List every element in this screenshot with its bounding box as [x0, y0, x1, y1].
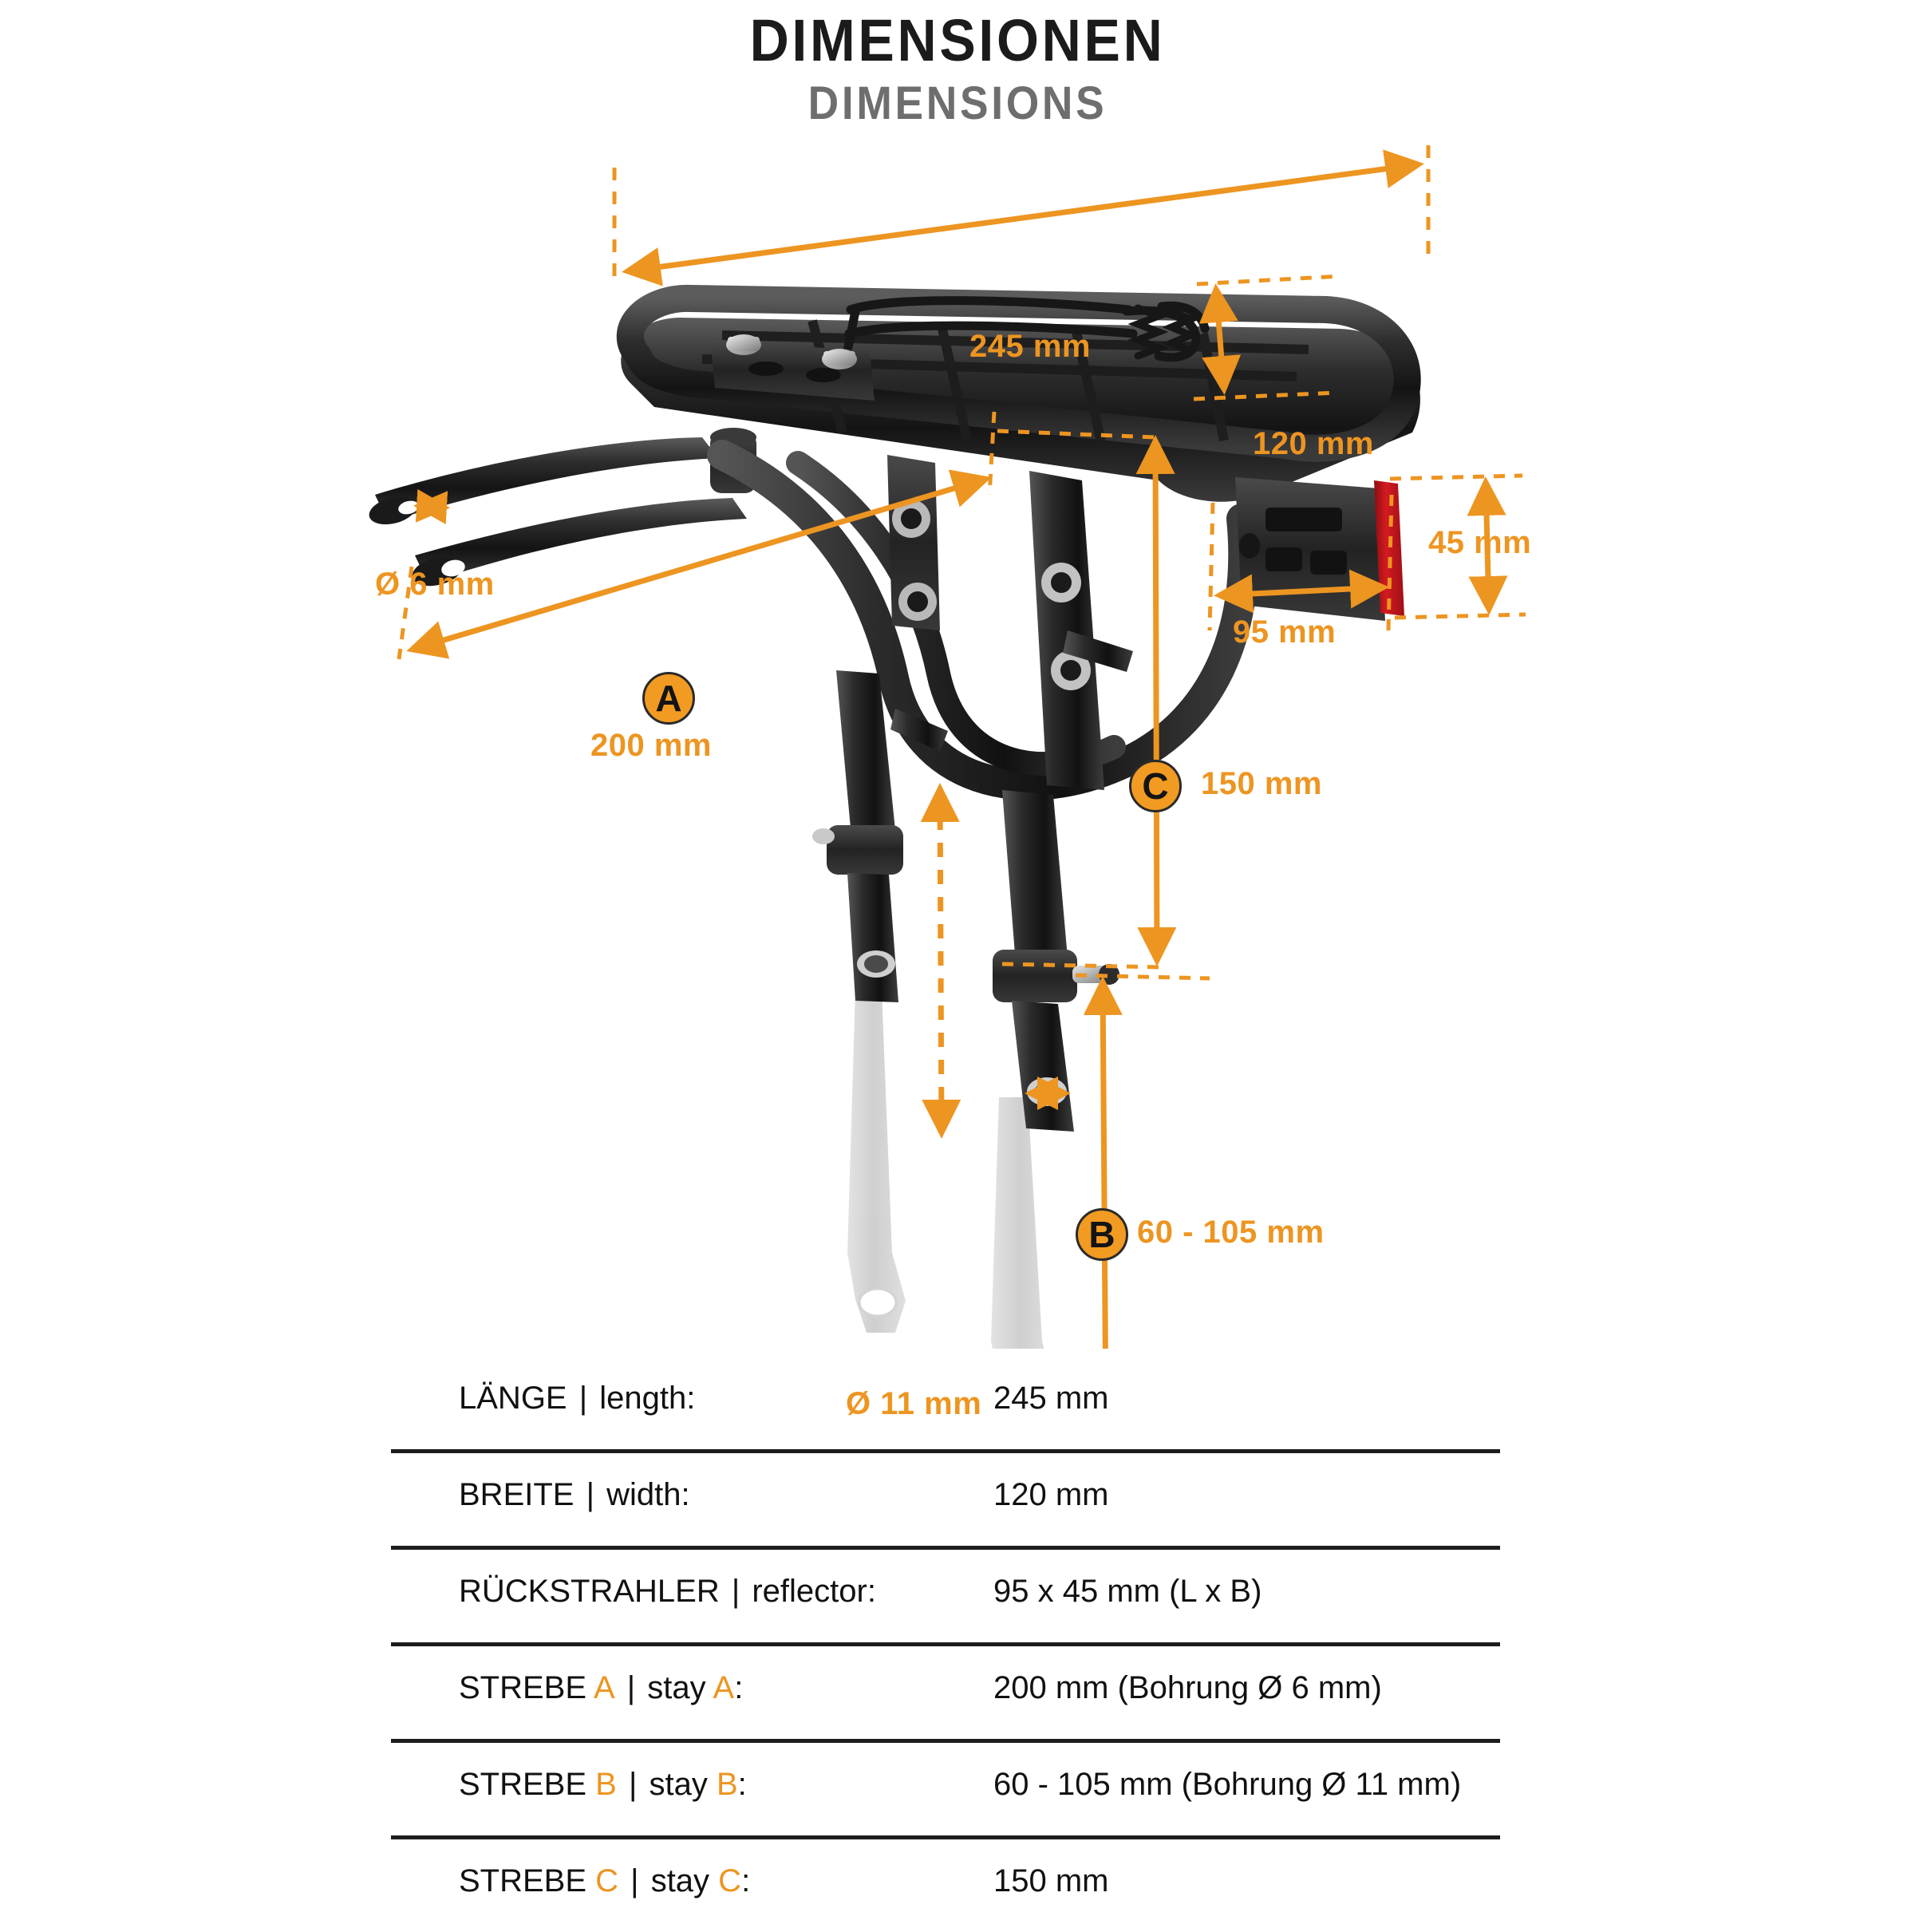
spec-label-de: RÜCKSTRAHLER	[459, 1574, 720, 1609]
center-bracket	[887, 455, 940, 630]
dim-label-reflector-width: 95 mm	[1233, 614, 1337, 650]
page-header: DIMENSIONEN DIMENSIONS	[0, 0, 1915, 144]
spec-mark-de: B	[595, 1767, 617, 1802]
spec-value: 245 mm	[993, 1381, 1109, 1416]
spec-label: BREITE | width:	[459, 1477, 690, 1512]
spec-label-en: length:	[599, 1381, 696, 1416]
dimension-annotations	[397, 145, 1526, 1349]
table-row: STREBE B | stay B: 60 - 105 mm (Bohrung …	[391, 1743, 1500, 1839]
spec-label: STREBE B | stay B:	[459, 1767, 747, 1802]
spec-mark-en: A	[713, 1670, 735, 1705]
spec-mark-en: B	[716, 1767, 738, 1802]
spec-value: 120 mm	[993, 1477, 1109, 1512]
page-title-german: DIMENSIONEN	[749, 7, 1166, 73]
dim-label-stay-b: 60 - 105 mm	[1137, 1215, 1325, 1250]
badge-stay-a: A	[642, 672, 695, 725]
spec-label-en: stay	[647, 1670, 706, 1705]
spec-value: 200 mm (Bohrung Ø 6 mm)	[993, 1670, 1382, 1705]
spec-label-en: width:	[606, 1477, 690, 1512]
table-row: LÄNGE | length: 245 mm	[391, 1357, 1500, 1453]
rack-drawing-svg	[369, 145, 1526, 1349]
dim-label-stay-c: 150 mm	[1201, 766, 1322, 801]
spec-label-en: stay	[650, 1863, 710, 1898]
table-row: STREBE C | stay C: 150 mm	[391, 1839, 1500, 1932]
spec-label: LÄNGE | length:	[459, 1381, 696, 1416]
leg-clamp-left	[812, 825, 903, 875]
right-leg-bolt	[1041, 563, 1091, 690]
spec-label-de: BREITE	[459, 1477, 574, 1512]
dim-label-bore-b: Ø 11 mm	[846, 1386, 982, 1421]
specification-table: LÄNGE | length: 245 mm BREITE | width: 1…	[391, 1357, 1500, 1932]
product-dimension-illustration: 245 mm 120 mm 45 mm 95 mm Ø 6 mm 200 mm …	[0, 120, 1915, 1421]
spec-label-de: STREBE	[459, 1863, 587, 1898]
mounting-plate	[710, 334, 875, 401]
spec-mark-de: C	[595, 1863, 619, 1898]
spec-label-de: STREBE	[459, 1767, 587, 1802]
ghost-leg-right	[991, 1097, 1044, 1349]
dim-label-bore-a: Ø 6 mm	[375, 567, 495, 602]
ghost-leg-left	[847, 990, 906, 1333]
spec-value: 95 x 45 mm (L x B)	[993, 1574, 1262, 1609]
spec-label: STREBE C | stay C:	[459, 1863, 751, 1898]
dim-label-stay-a: 200 mm	[590, 728, 712, 763]
spec-label-en: stay	[649, 1767, 708, 1802]
spec-label-de: LÄNGE	[459, 1381, 567, 1416]
dim-label-reflector-height: 45 mm	[1428, 525, 1532, 560]
spec-label-en: reflector:	[752, 1574, 876, 1609]
badge-stay-c: C	[1129, 760, 1182, 812]
rack-frame	[369, 284, 1421, 1132]
page-title-english: DIMENSIONS	[807, 77, 1108, 129]
spec-label-de: STREBE	[459, 1670, 587, 1705]
spec-value: 60 - 105 mm (Bohrung Ø 11 mm)	[993, 1767, 1462, 1802]
spec-label: RÜCKSTRAHLER | reflector:	[459, 1574, 876, 1609]
spec-mark-en: C	[718, 1863, 742, 1898]
table-row: RÜCKSTRAHLER | reflector: 95 x 45 mm (L …	[391, 1550, 1500, 1646]
deck-bolt-rear	[822, 349, 857, 369]
dim-label-width: 120 mm	[1253, 426, 1374, 461]
spec-value: 150 mm	[993, 1863, 1109, 1898]
badge-stay-b: B	[1076, 1208, 1128, 1261]
dim-label-length: 245 mm	[969, 329, 1091, 364]
spec-label: STREBE A | stay A:	[459, 1670, 744, 1705]
reflector-housing	[1235, 477, 1385, 621]
table-row: STREBE A | stay A: 200 mm (Bohrung Ø 6 m…	[391, 1646, 1500, 1743]
deck-bolt-front	[726, 334, 761, 355]
spec-mark-de: A	[593, 1670, 615, 1705]
table-row: BREITE | width: 120 mm	[391, 1453, 1500, 1550]
